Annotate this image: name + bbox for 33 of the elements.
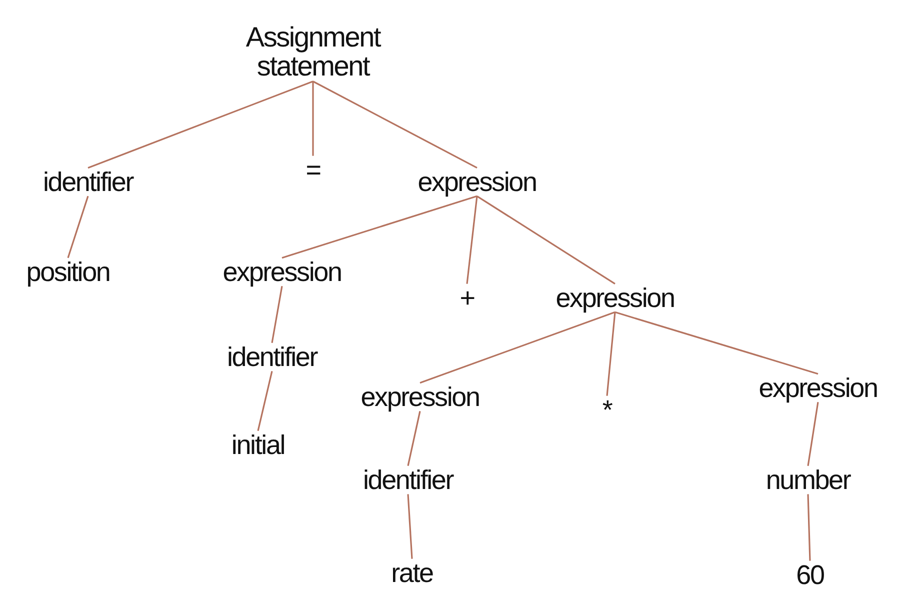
- tree-branch-line: [312, 80, 478, 169]
- tree-branch-line: [476, 196, 616, 284]
- tree-node-label: 60: [793, 558, 827, 592]
- tree-node-label: Assignment statement: [215, 20, 411, 84]
- tree-branch-line: [312, 81, 314, 156]
- tree-node-label: expression: [414, 166, 540, 198]
- tree-node-label: initial: [228, 428, 288, 462]
- tree-branch-line: [282, 195, 478, 259]
- tree-node-label: identifier: [224, 340, 320, 374]
- tree-branch-line: [407, 494, 413, 559]
- tree-branch-line: [88, 80, 314, 169]
- tree-branch-line: [807, 402, 819, 466]
- tree-branch-line: [606, 312, 616, 396]
- tree-branch-line: [614, 311, 818, 375]
- tree-branch-line: [257, 370, 273, 432]
- tree-branch-line: [420, 311, 616, 384]
- tree-branch-line: [271, 286, 283, 343]
- tree-node-label: rate: [388, 556, 436, 590]
- tree-branch-line: [466, 196, 478, 284]
- tree-branch-line: [67, 196, 89, 258]
- tree-node-label: identifier: [360, 464, 456, 496]
- tree-node-label: =: [302, 154, 324, 186]
- tree-node-label: identifier: [40, 166, 136, 198]
- tree-node-label: *: [599, 394, 615, 426]
- tree-node-label: expression: [552, 282, 678, 314]
- tree-node-label: expression: [220, 256, 344, 288]
- tree-branch-line: [807, 494, 811, 561]
- tree-node-label: expression: [358, 380, 482, 414]
- tree-node-label: number: [762, 464, 854, 496]
- tree-node-label: position: [23, 256, 113, 288]
- tree-branch-line: [407, 411, 421, 466]
- tree-node-label: expression: [756, 372, 880, 404]
- tree-node-label: +: [456, 282, 478, 314]
